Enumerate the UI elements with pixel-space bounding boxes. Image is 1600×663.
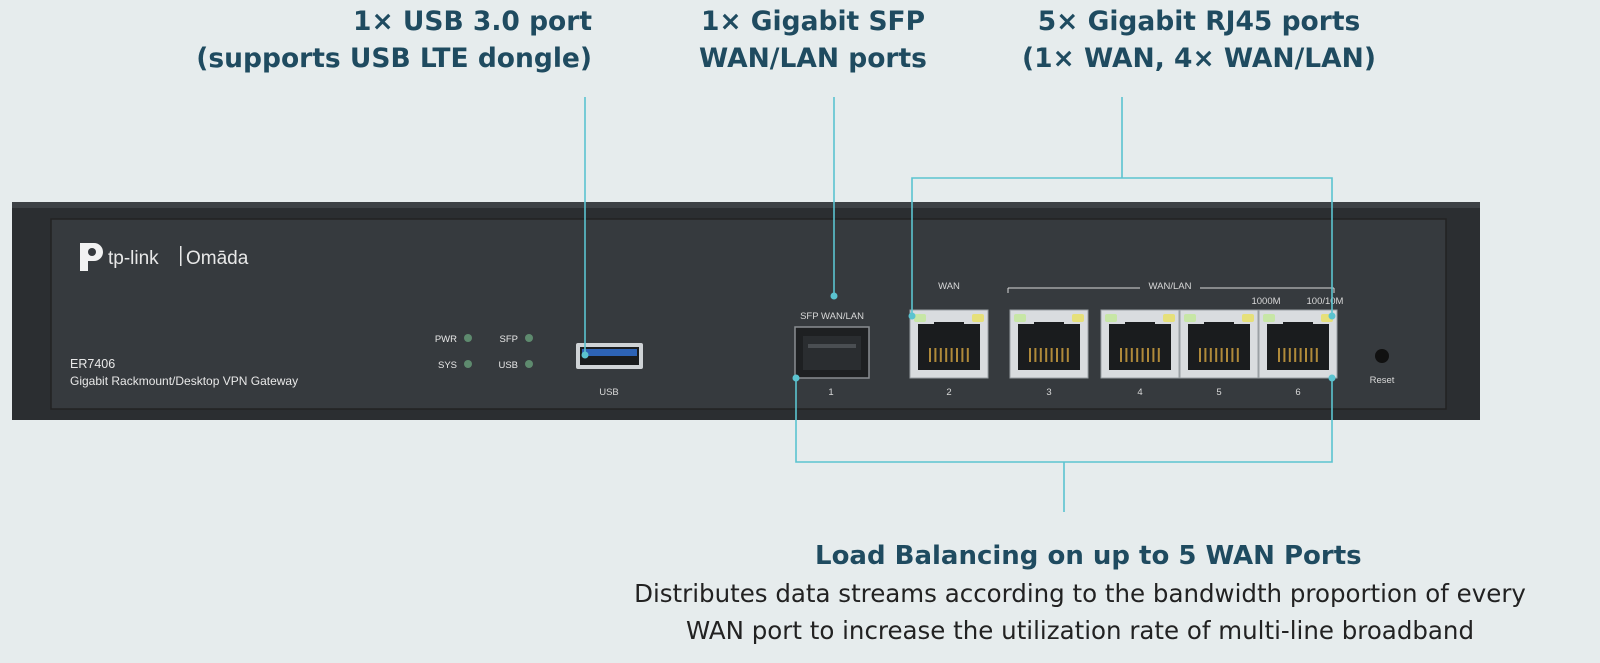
port-number: 2 <box>946 387 951 398</box>
load-balancing-description: Distributes data streams according to th… <box>560 575 1600 649</box>
load-balancing-title: Load Balancing on up to 5 WAN Ports <box>815 541 1362 571</box>
speed-led-icon <box>1163 314 1175 322</box>
rj45-callout-line2: (1× WAN, 4× WAN/LAN) <box>1022 43 1376 74</box>
usb-label: USB <box>599 387 619 398</box>
usb-callout: 1× USB 3.0 port (supports USB LTE dongle… <box>196 3 592 77</box>
usb-callout-line1: 1× USB 3.0 port <box>353 6 592 37</box>
reset-label: Reset <box>1370 375 1395 386</box>
sub-brand-name: Omāda <box>186 248 249 269</box>
rj45-port: 2 <box>909 309 989 398</box>
leader-dots <box>581 292 1336 382</box>
tp-link-logo: tp-link Omāda <box>80 243 249 271</box>
sfp-callout-line1: 1× Gigabit SFP <box>700 6 926 37</box>
link-led-icon <box>1184 314 1196 322</box>
sfp-number: 1 <box>828 387 833 398</box>
pwr-led-icon <box>464 334 472 342</box>
port-number: 6 <box>1295 387 1300 398</box>
status-leds: PWR SYS SFP USB <box>435 334 533 371</box>
sfp-port: SFP WAN/LAN 1 <box>794 311 870 398</box>
model-number: ER7406 <box>70 357 115 371</box>
sfp-led-icon <box>525 334 533 342</box>
reset-button: Reset <box>1370 349 1395 386</box>
led-label-usb: USB <box>498 360 518 371</box>
rj45-callout-line1: 5× Gigabit RJ45 ports <box>1037 6 1361 37</box>
link-led-icon <box>1263 314 1275 322</box>
rj45-port: 5 <box>1179 309 1259 398</box>
led-label-pwr: PWR <box>435 334 457 345</box>
speed-1000-label: 1000M <box>1251 296 1280 307</box>
led-label-sfp: SFP <box>500 334 518 345</box>
rj45-port: 4 <box>1100 309 1180 398</box>
rj45-ports: 2 3 4 5 6 <box>909 309 1338 398</box>
link-led-icon <box>1014 314 1026 322</box>
sys-led-icon <box>464 360 472 368</box>
speed-100-label: 100/10M <box>1307 296 1344 307</box>
wanlan-group-label: WAN/LAN <box>1149 281 1192 292</box>
usb-port: USB <box>576 343 643 398</box>
rj45-callout: 5× Gigabit RJ45 ports (1× WAN, 4× WAN/LA… <box>1022 3 1376 77</box>
speed-led-icon <box>1072 314 1084 322</box>
led-label-sys: SYS <box>438 360 457 371</box>
speed-led-icon <box>972 314 984 322</box>
model-description: Gigabit Rackmount/Desktop VPN Gateway <box>70 374 298 388</box>
link-led-icon <box>914 314 926 322</box>
link-led-icon <box>1105 314 1117 322</box>
usb-led-icon <box>525 360 533 368</box>
sfp-callout: 1× Gigabit SFP WAN/LAN ports <box>693 3 933 77</box>
load-balancing-line1: Distributes data streams according to th… <box>634 579 1526 608</box>
wan-group-label: WAN <box>938 281 960 292</box>
load-balancing-line2: WAN port to increase the utilization rat… <box>685 616 1475 645</box>
usb-callout-line2: (supports USB LTE dongle) <box>196 43 592 74</box>
brand-name: tp-link <box>108 248 159 269</box>
port-number: 5 <box>1216 387 1221 398</box>
rj45-bracket <box>911 177 1333 316</box>
sfp-top-label: SFP WAN/LAN <box>800 311 864 322</box>
sfp-callout-line2: WAN/LAN ports <box>699 43 927 74</box>
speed-led-icon <box>1242 314 1254 322</box>
port-number: 4 <box>1137 387 1142 398</box>
leader-lines <box>584 97 1333 512</box>
rj45-port: 3 <box>1009 309 1089 398</box>
rj45-port: 6 <box>1258 309 1338 398</box>
port-number: 3 <box>1046 387 1051 398</box>
